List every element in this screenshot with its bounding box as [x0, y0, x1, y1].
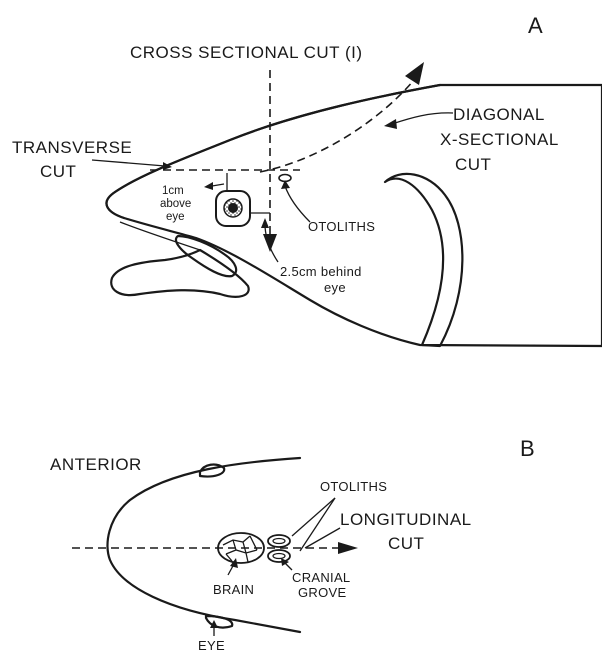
above-eye-label-line2: above [160, 198, 191, 210]
above-eye-leader [212, 184, 224, 186]
diagonal-label-line1: DIAGONAL [453, 105, 545, 124]
cranial-label-line2: GROVE [298, 585, 346, 600]
transverse-leader [92, 160, 165, 166]
longitudinal-cut-arrowhead [338, 542, 358, 554]
panel-a: A [12, 13, 602, 346]
cross-sectional-cut-label: CROSS SECTIONAL CUT (I) [130, 43, 363, 62]
above-eye-label-line1: 1cm [162, 185, 184, 197]
operculum-edge [385, 174, 462, 346]
eye-label: EYE [198, 638, 225, 653]
cross-section-arrowhead [263, 234, 277, 252]
otoliths-label-a: OTOLITHS [308, 219, 375, 234]
anterior-label: ANTERIOR [50, 455, 142, 474]
transverse-label-line1: TRANSVERSE [12, 138, 132, 157]
cranial-label-line1: CRANIAL [292, 570, 350, 585]
otolith-upper [268, 535, 290, 547]
behind-eye-label-line1: 2.5cm behind [280, 264, 362, 279]
diagonal-label-line3: CUT [455, 155, 491, 174]
eye-bottom [206, 616, 232, 628]
brain-label: BRAIN [213, 582, 254, 597]
otolith-lower [268, 550, 290, 562]
otoliths-label-b: OTOLITHS [320, 479, 387, 494]
diagonal-cut-arrowhead [405, 62, 424, 85]
transverse-label-line2: CUT [40, 162, 76, 181]
diagonal-leader [392, 113, 453, 124]
panel-a-letter: A [528, 13, 543, 38]
panel-b-letter: B [520, 436, 535, 461]
longitudinal-leader [305, 528, 340, 548]
above-eye-label-line3: eye [166, 211, 185, 223]
behind-eye-label-line2: eye [324, 280, 346, 295]
otoliths-leader [285, 186, 310, 222]
longitudinal-label-line2: CUT [388, 534, 424, 553]
panel-b: B ANTERIOR OTOLITHS LONGITUDINAL CUT BR [50, 436, 535, 653]
longitudinal-label-line1: LONGITUDINAL [340, 510, 472, 529]
diagonal-label-line2: X-SECTIONAL [440, 130, 559, 149]
